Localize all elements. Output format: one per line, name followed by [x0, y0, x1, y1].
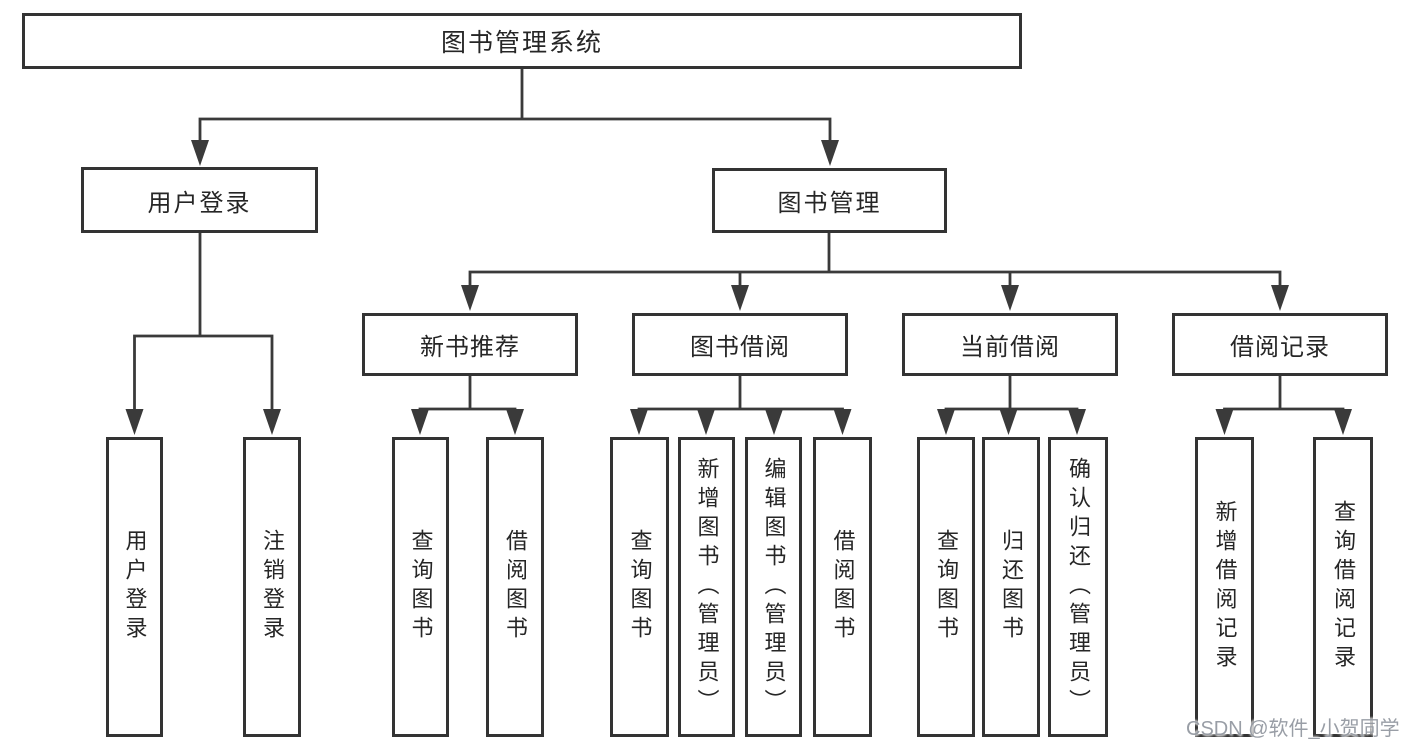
- leaf-query-books-borrow: 查询图书: [610, 437, 669, 737]
- node-root-system: 图书管理系统: [22, 13, 1022, 69]
- leaf-edit-books-admin: 编辑图书（管理员）: [745, 437, 802, 737]
- node-book-management: 图书管理: [712, 168, 947, 233]
- leaf-borrow-books-recommend: 借阅图书: [486, 437, 544, 737]
- leaf-query-books-current: 查询图书: [917, 437, 975, 737]
- leaf-confirm-return-admin: 确认归还（管理员）: [1048, 437, 1108, 737]
- node-new-book-recommend: 新书推荐: [362, 313, 578, 376]
- node-user-login: 用户登录: [81, 167, 318, 233]
- leaf-add-borrow-record: 新增借阅记录: [1195, 437, 1254, 737]
- leaf-query-books-recommend: 查询图书: [392, 437, 449, 737]
- leaf-borrow-books: 借阅图书: [813, 437, 872, 737]
- leaf-query-borrow-record: 查询借阅记录: [1313, 437, 1373, 737]
- node-borrowing-records: 借阅记录: [1172, 313, 1388, 376]
- leaf-add-books-admin: 新增图书（管理员）: [678, 437, 735, 737]
- leaf-return-books: 归还图书: [982, 437, 1040, 737]
- leaf-user-login: 用户登录: [106, 437, 163, 737]
- node-book-borrowing: 图书借阅: [632, 313, 848, 376]
- leaf-logout: 注销登录: [243, 437, 301, 737]
- arrowhead-icons: [125, 140, 1352, 435]
- csdn-watermark: CSDN @软件_小贺同学: [1186, 718, 1400, 740]
- node-current-borrowing: 当前借阅: [902, 313, 1118, 376]
